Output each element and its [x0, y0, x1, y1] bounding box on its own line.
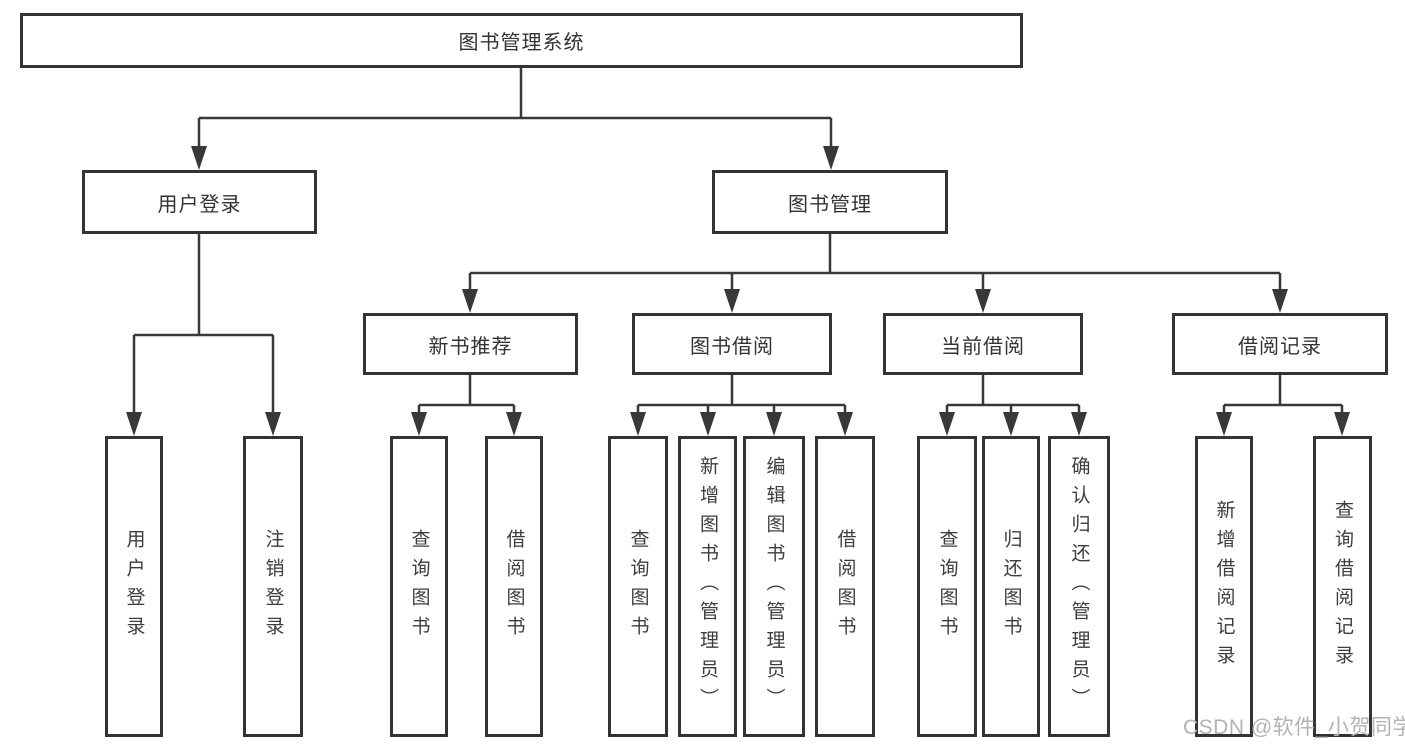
node-root: 图书管理系统: [20, 13, 1023, 68]
leaf-borrow-query-books-label: 查询图书: [627, 528, 649, 645]
edges-book-management: [462, 234, 1288, 313]
node-book-borrow-label: 图书借阅: [690, 335, 774, 358]
leaf-current-return-books-label: 归还图书: [1000, 528, 1022, 645]
leaf-current-confirm-return-admin-label: 确认归还（管理员）: [1068, 456, 1090, 717]
leaf-newrec-query-books-label: 查询图书: [408, 528, 430, 645]
leaf-newrec-borrow-books: 借阅图书: [485, 436, 543, 737]
leaf-current-confirm-return-admin: 确认归还（管理员）: [1048, 436, 1110, 737]
leaf-newrec-query-books: 查询图书: [390, 436, 448, 737]
leaf-borrow-borrow-books-label: 借阅图书: [834, 528, 856, 645]
node-new-book-recommend: 新书推荐: [363, 313, 578, 375]
leaf-user-login: 用户登录: [105, 436, 163, 737]
edges-book-borrow: [630, 375, 853, 436]
leaf-borrow-add-books-admin-label: 新增图书（管理员）: [697, 456, 718, 717]
leaf-borrow-add-books-admin: 新增图书（管理员）: [678, 436, 737, 737]
edges-new-book-recommend: [411, 375, 522, 436]
leaf-records-add-record: 新增借阅记录: [1195, 436, 1253, 737]
node-current-borrow: 当前借阅: [883, 313, 1083, 375]
leaf-current-query-books-label: 查询图书: [936, 528, 958, 645]
leaf-newrec-borrow-books-label: 借阅图书: [503, 528, 525, 645]
node-book-management: 图书管理: [712, 170, 948, 234]
leaf-logout-login: 注销登录: [243, 436, 303, 737]
node-new-book-recommend-label: 新书推荐: [428, 335, 513, 358]
leaf-records-query-record-label: 查询借阅记录: [1332, 499, 1353, 674]
node-user-login: 用户登录: [82, 170, 317, 234]
edges-borrow-records: [1216, 375, 1350, 436]
node-root-label: 图书管理系统: [458, 32, 585, 54]
leaf-records-add-record-label: 新增借阅记录: [1213, 499, 1235, 674]
node-user-login-label: 用户登录: [157, 193, 242, 216]
node-book-borrow: 图书借阅: [632, 313, 832, 375]
leaf-borrow-edit-books-admin-label: 编辑图书（管理员）: [763, 456, 785, 717]
edges-root-to-level2: [191, 68, 839, 170]
node-current-borrow-label: 当前借阅: [941, 335, 1025, 358]
watermark: CSDN @软件_小贺同学: [1183, 716, 1405, 739]
leaf-current-query-books: 查询图书: [917, 436, 977, 737]
leaf-borrow-query-books: 查询图书: [608, 436, 668, 737]
node-borrow-records-label: 借阅记录: [1238, 335, 1322, 358]
node-book-management-label: 图书管理: [788, 193, 872, 216]
leaf-borrow-edit-books-admin: 编辑图书（管理员）: [743, 436, 805, 737]
edges-current-borrow: [939, 375, 1087, 436]
leaf-logout-login-label: 注销登录: [262, 528, 284, 645]
edges-user-login: [126, 234, 281, 436]
node-borrow-records: 借阅记录: [1172, 313, 1388, 375]
leaf-records-query-record: 查询借阅记录: [1313, 436, 1372, 737]
leaf-borrow-borrow-books: 借阅图书: [815, 436, 875, 737]
leaf-current-return-books: 归还图书: [982, 436, 1040, 737]
leaf-user-login-label: 用户登录: [123, 528, 145, 645]
